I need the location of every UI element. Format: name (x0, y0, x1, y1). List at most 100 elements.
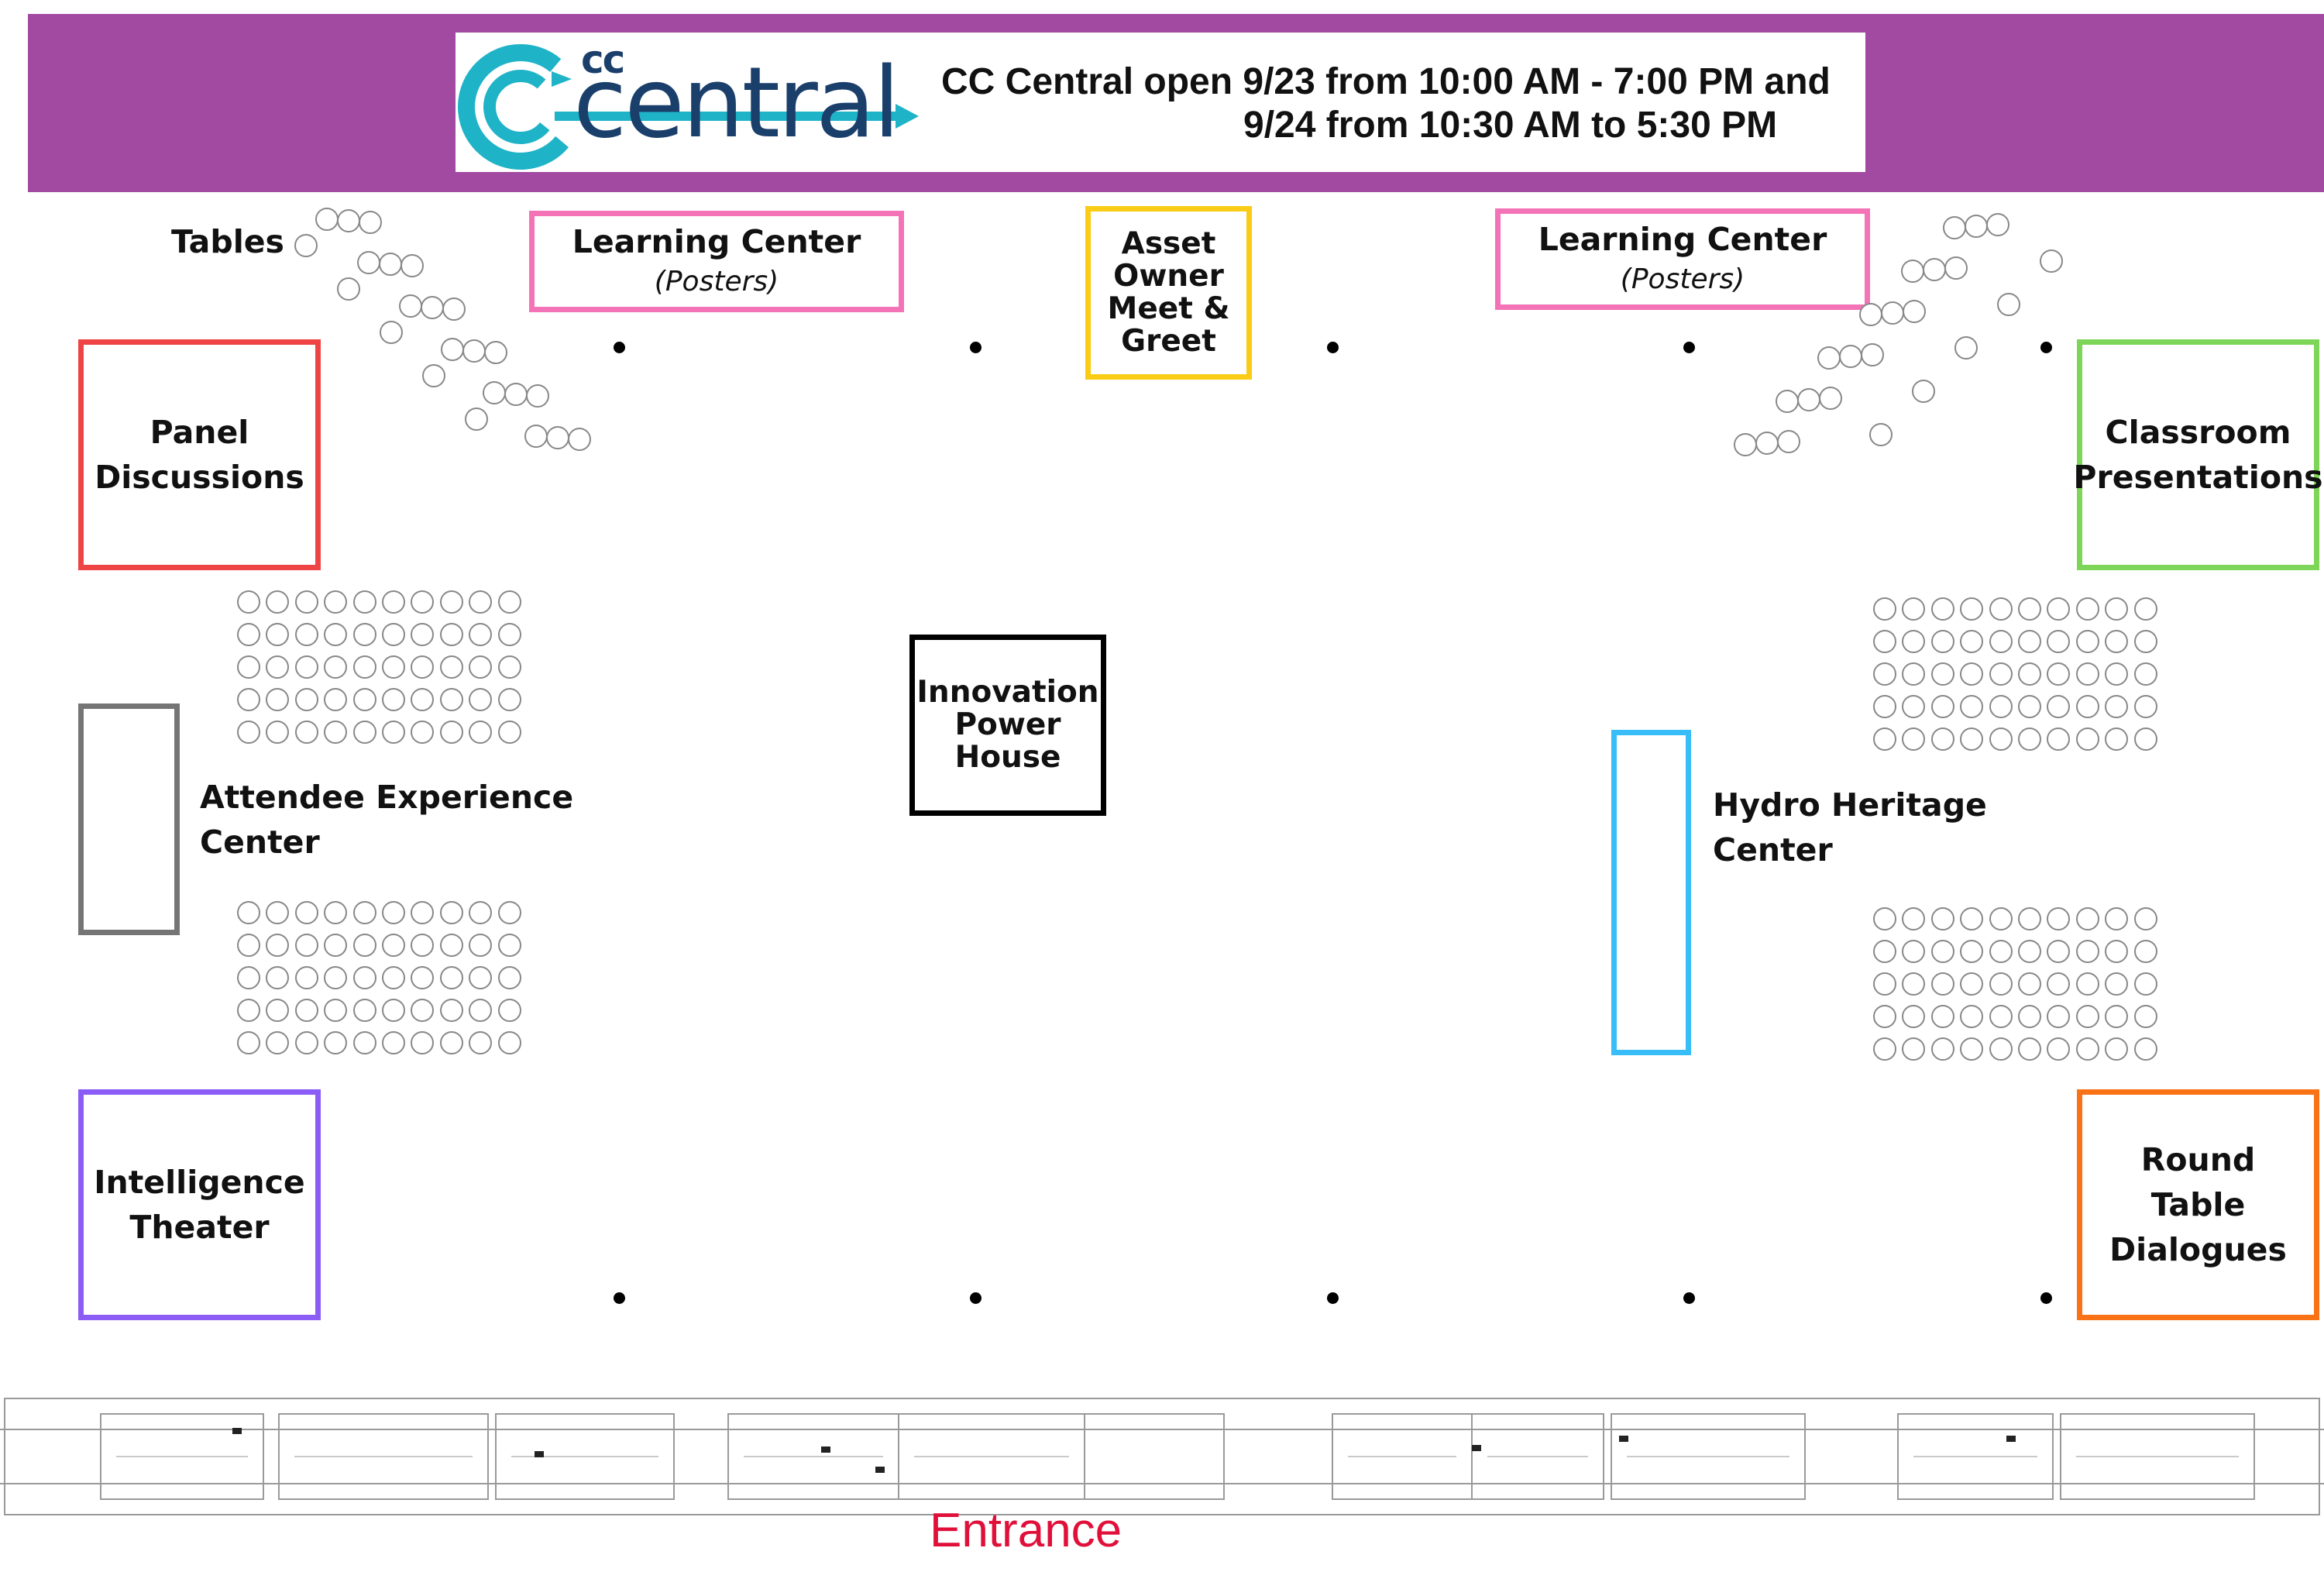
chair-seat (2018, 1005, 2041, 1028)
chair-seat (546, 426, 569, 449)
chair-seat (568, 428, 591, 451)
zone-hydro-heritage-booth[interactable] (1611, 730, 1691, 1055)
chair-seat (411, 934, 435, 957)
chair-seat (382, 688, 405, 711)
chair-seat (1930, 630, 1954, 653)
chair-seat (469, 934, 493, 957)
chair-seat (324, 590, 348, 614)
zone-label: Round (2140, 1141, 2256, 1178)
chair-seat (1954, 336, 1978, 359)
zone-label: Classroom (2105, 414, 2291, 451)
zone-panel-discussions[interactable]: Panel Discussions (78, 339, 321, 570)
chair-seat (1989, 907, 2013, 930)
zone-round-table-dialogues[interactable]: Round Table Dialogues (2077, 1089, 2319, 1320)
zone-attendee-experience-booth[interactable] (78, 703, 180, 935)
zone-label: Attendee Experience (200, 779, 574, 816)
chair-seat (266, 1031, 290, 1054)
chair-seat (324, 721, 348, 744)
chair-seat (1902, 1005, 1926, 1028)
chair-seat (411, 966, 435, 989)
zone-intelligence-theater[interactable]: Intelligence Theater (78, 1089, 321, 1320)
chair-seat (1839, 345, 1862, 368)
chair-seat (352, 999, 376, 1022)
chair-seat (2018, 662, 2041, 686)
pillar (970, 1292, 982, 1304)
chair-seat (2105, 907, 2129, 930)
zone-label: Center (200, 824, 320, 861)
chair-seat (1873, 630, 1896, 653)
chair-seat (294, 966, 318, 989)
chair-seat (352, 721, 376, 744)
chair-seat (1902, 1037, 1926, 1061)
chair-seat (1930, 1037, 1954, 1061)
chair-seat (411, 1031, 435, 1054)
chair-seat (352, 966, 376, 989)
zone-learning-center-left[interactable]: Learning Center (Posters) (529, 211, 904, 312)
chair-seat (1859, 303, 1882, 326)
logo-central-text: central (573, 46, 900, 160)
zone-sublabel: (Posters) (654, 265, 779, 298)
chair-seat (1902, 728, 1926, 751)
chair-seat (1960, 630, 1984, 653)
chair-seat (1902, 940, 1926, 963)
zone-label: Owner (1113, 259, 1224, 294)
pillar (2040, 1292, 2052, 1304)
chair-seat (266, 688, 290, 711)
chair-seat (411, 721, 435, 744)
chair-seat (2133, 1005, 2157, 1028)
pillar (1327, 342, 1339, 353)
chair-seat (237, 934, 260, 957)
hydro-heritage-label: Hydro Heritage Center (1713, 783, 1987, 872)
chair-seat (524, 425, 548, 448)
chair-seat (1873, 940, 1896, 963)
pillar (1683, 342, 1695, 353)
chair-seat (2133, 662, 2157, 686)
chair-seat (469, 590, 493, 614)
chair-seat (1989, 972, 2013, 996)
chair-seat (1869, 423, 1893, 446)
chair-seat (2105, 695, 2129, 718)
chair-seat (469, 623, 493, 646)
zone-label: Center (1713, 831, 1833, 869)
chair-seat (401, 254, 424, 277)
chair-seat (483, 381, 506, 404)
chair-seat (411, 590, 435, 614)
hours-line-1: CC Central open 9/23 from 10:00 AM - 7:0… (941, 61, 1831, 102)
chair-seat (2018, 695, 2041, 718)
zone-label: Asset (1121, 226, 1216, 261)
chair-seat (2105, 728, 2129, 751)
zone-sublabel: (Posters) (1620, 263, 1745, 295)
chair-seat (1989, 695, 2013, 718)
opening-hours: CC Central open 9/23 from 10:00 AM - 7:0… (941, 60, 1848, 147)
chair-seat (2018, 597, 2041, 621)
chair-seat (497, 623, 521, 646)
chair-seat (1930, 972, 1954, 996)
chair-seat (294, 655, 318, 679)
chair-seat (352, 623, 376, 646)
chair-seat (266, 721, 290, 744)
chair-seat (1903, 300, 1926, 323)
chair-seat (411, 999, 435, 1022)
chair-seat (2075, 695, 2099, 718)
chair-seat (237, 966, 260, 989)
zone-learning-center-right[interactable]: Learning Center (Posters) (1495, 208, 1870, 310)
chair-seat (266, 590, 290, 614)
zone-innovation-power-house[interactable]: Innovation Power House (909, 635, 1106, 816)
chair-seat (1960, 907, 1984, 930)
chair-seat (324, 1031, 348, 1054)
chair-seat (1873, 1037, 1896, 1061)
chair-seat (1960, 972, 1984, 996)
zone-label: Panel (150, 414, 249, 451)
chair-seat (1776, 390, 1799, 413)
chair-seat (266, 901, 290, 924)
chair-seat (1989, 1037, 2013, 1061)
zone-asset-owner-meet-greet[interactable]: Asset Owner Meet & Greet (1085, 206, 1252, 380)
zone-classroom-presentations[interactable]: Classroom Presentations (2073, 339, 2323, 570)
pillar (1683, 1292, 1695, 1304)
chair-seat (382, 721, 405, 744)
chair-seat (2047, 695, 2071, 718)
chair-seat (1873, 907, 1896, 930)
chair-seat (1930, 907, 1954, 930)
chair-seat (2105, 1005, 2129, 1028)
chair-seat (237, 901, 260, 924)
